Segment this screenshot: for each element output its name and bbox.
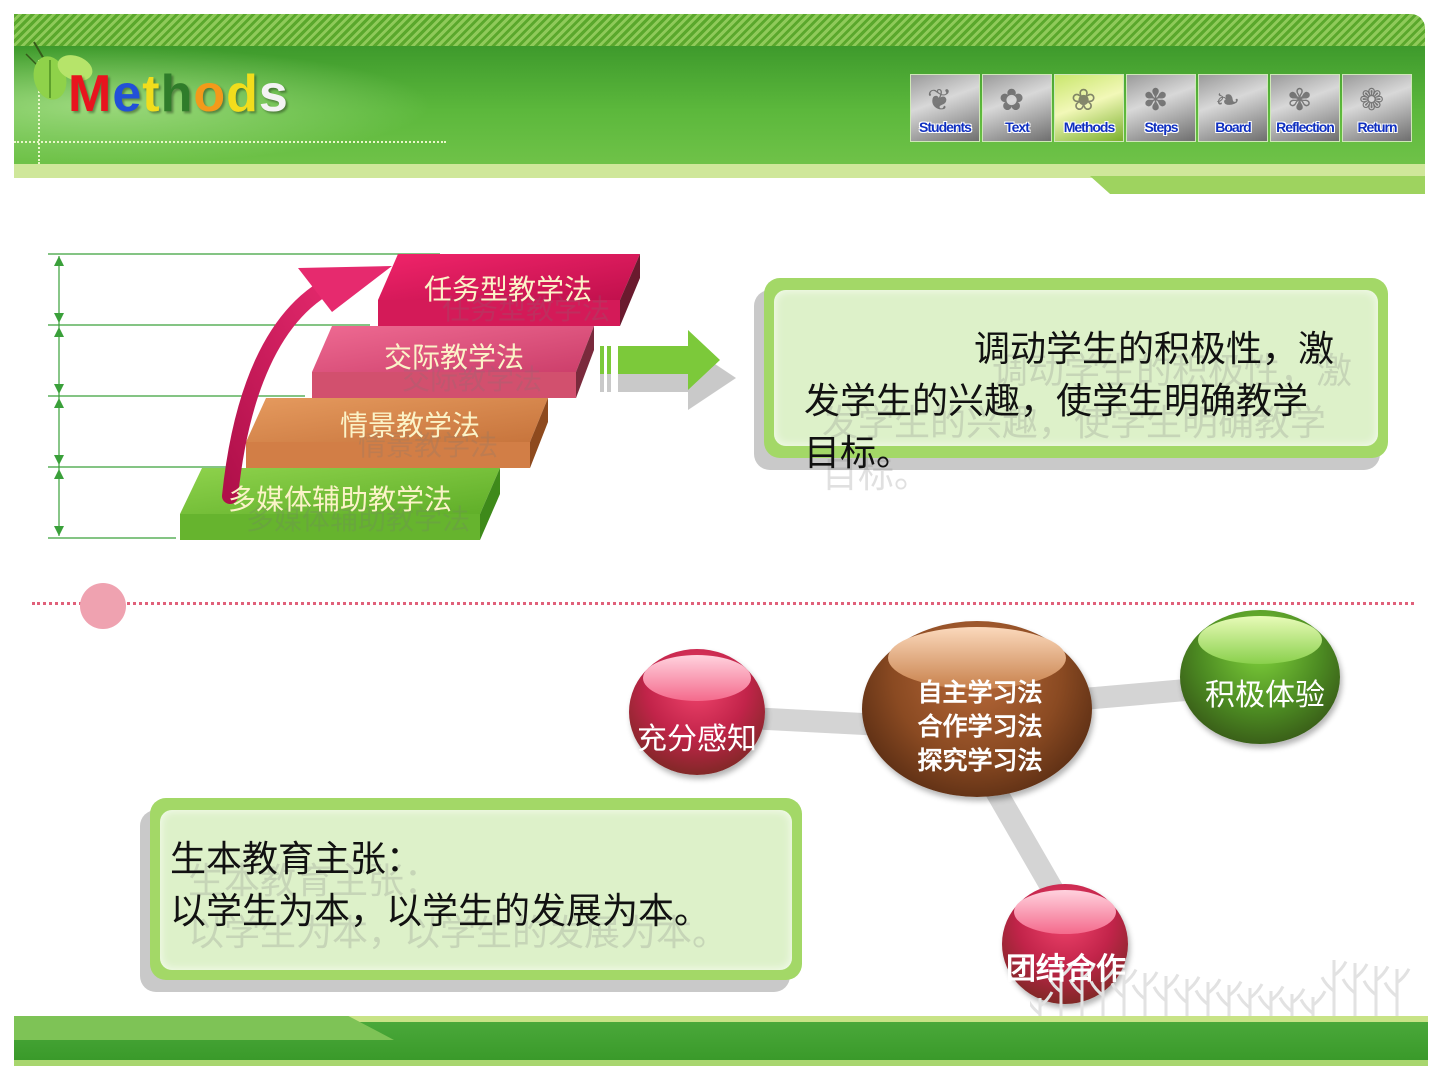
nav-text-button[interactable]: ✿Text (982, 74, 1052, 142)
sphere-bottom-label: 团结合作 (1006, 952, 1126, 987)
header-underline (14, 164, 1425, 178)
title-letter: e (112, 65, 143, 123)
nav-bar: ❦Students✿Text❀Methods✽Steps❧Board✾Refle… (910, 74, 1412, 142)
callout-top-line-2: 发学生的兴趣，使学生明确教学 (804, 381, 1309, 422)
sphere-right-label: 积极体验 (1205, 678, 1325, 713)
nav-label: Return (1357, 119, 1397, 135)
nav-label: Reflection (1276, 119, 1335, 135)
step-label-2: 交际教学法 (384, 341, 525, 374)
callout-bottom-line-1: 生本教育主张： (170, 839, 423, 880)
footer-accent (14, 1016, 394, 1040)
nav-methods-button[interactable]: ❀Methods (1054, 74, 1124, 142)
sphere-center (862, 621, 1092, 797)
method-autonomous: 自主学习法 (917, 678, 1043, 707)
header-gap (14, 178, 1425, 196)
step-label-shadow: 多媒体辅助教学法 (246, 503, 471, 536)
method-inquiry: 探究学习法 (917, 746, 1043, 775)
nav-label: Text (1005, 119, 1030, 135)
sphere-bottom (1002, 884, 1128, 1004)
page-title: Methods (68, 68, 289, 120)
header-accent-tab (1090, 176, 1425, 194)
footer-top-line (14, 1016, 1428, 1022)
sphere-left-label: 充分感知 (637, 722, 757, 757)
callout-bottom-ghost: 生本教育主张： 以学生为本，以学生的发展为本。 (188, 861, 729, 954)
title-letter: o (193, 65, 227, 123)
right-arrow-icon (600, 330, 736, 410)
step-label-shadow: 交际教学法 (402, 363, 543, 396)
shoot-icon: ❁ (1359, 83, 1385, 118)
callout-top-ghost: 调动学生的积极性，激 发学生的兴趣，使学生明确教学 目标。 (822, 351, 1353, 496)
nav-label: Methods (1063, 119, 1116, 135)
leaf-icon: ❦ (927, 83, 953, 118)
nav-return-button[interactable]: ❁Return (1342, 74, 1412, 142)
sprout-icon: ✿ (999, 83, 1025, 118)
callout-bottom-text: 生本教育主张： 以学生为本，以学生的发展为本。 (170, 834, 790, 938)
step-label-4: 多媒体辅助教学法 (228, 483, 453, 516)
seedling-icon: ❧ (1215, 83, 1241, 118)
grass-icon: ✾ (1287, 83, 1313, 118)
header-dotted-vertical (38, 60, 40, 164)
sphere-left (629, 649, 765, 775)
sphere-right (1180, 610, 1340, 744)
leaf-logo-icon (25, 41, 93, 100)
step-label-3: 情景教学法 (340, 409, 481, 442)
plant-icon: ❀ (1071, 83, 1097, 118)
step-label-shadow: 任务型教学法 (442, 293, 611, 326)
nav-steps-button[interactable]: ✽Steps (1126, 74, 1196, 142)
title-letter: d (226, 65, 259, 123)
step-label-1: 任务型教学法 (424, 273, 593, 306)
title-letter: t (142, 65, 161, 123)
method-cooperative: 合作学习法 (917, 712, 1043, 741)
title-letter: h (160, 65, 194, 123)
callout-bottom-line-2: 以学生为本，以学生的发展为本。 (170, 891, 711, 932)
flower-icon: ✽ (1143, 83, 1169, 118)
callout-bottom-inner (160, 810, 792, 970)
nav-students-button[interactable]: ❦Students (910, 74, 980, 142)
nav-label: Steps (1144, 119, 1178, 135)
nav-reflection-button[interactable]: ✾Reflection (1270, 74, 1340, 142)
header-dotted-line (14, 141, 446, 143)
callout-top-line-1: 调动学生的积极性，激 (974, 329, 1335, 370)
nav-label: Board (1215, 119, 1251, 135)
nav-board-button[interactable]: ❧Board (1198, 74, 1268, 142)
step-label-shadow: 情景教学法 (358, 429, 499, 462)
callout-top-line-3: 目标。 (804, 433, 913, 474)
divider-dot (80, 583, 126, 629)
nav-label: Students (919, 119, 972, 135)
callout-top-inner (774, 290, 1378, 446)
title-letter: s (258, 65, 289, 123)
footer-bottom-line (14, 1060, 1428, 1066)
callout-top-text: 调动学生的积极性，激 发学生的兴趣，使学生明确教学 目标。 (804, 324, 1404, 480)
header-stripe (14, 14, 1425, 46)
title-letter: M (68, 65, 113, 123)
dotted-divider (32, 602, 1414, 605)
sphere-center-text: 自主学习法 合作学习法 探究学习法 (862, 676, 1098, 778)
staircase-diagram (48, 253, 640, 540)
